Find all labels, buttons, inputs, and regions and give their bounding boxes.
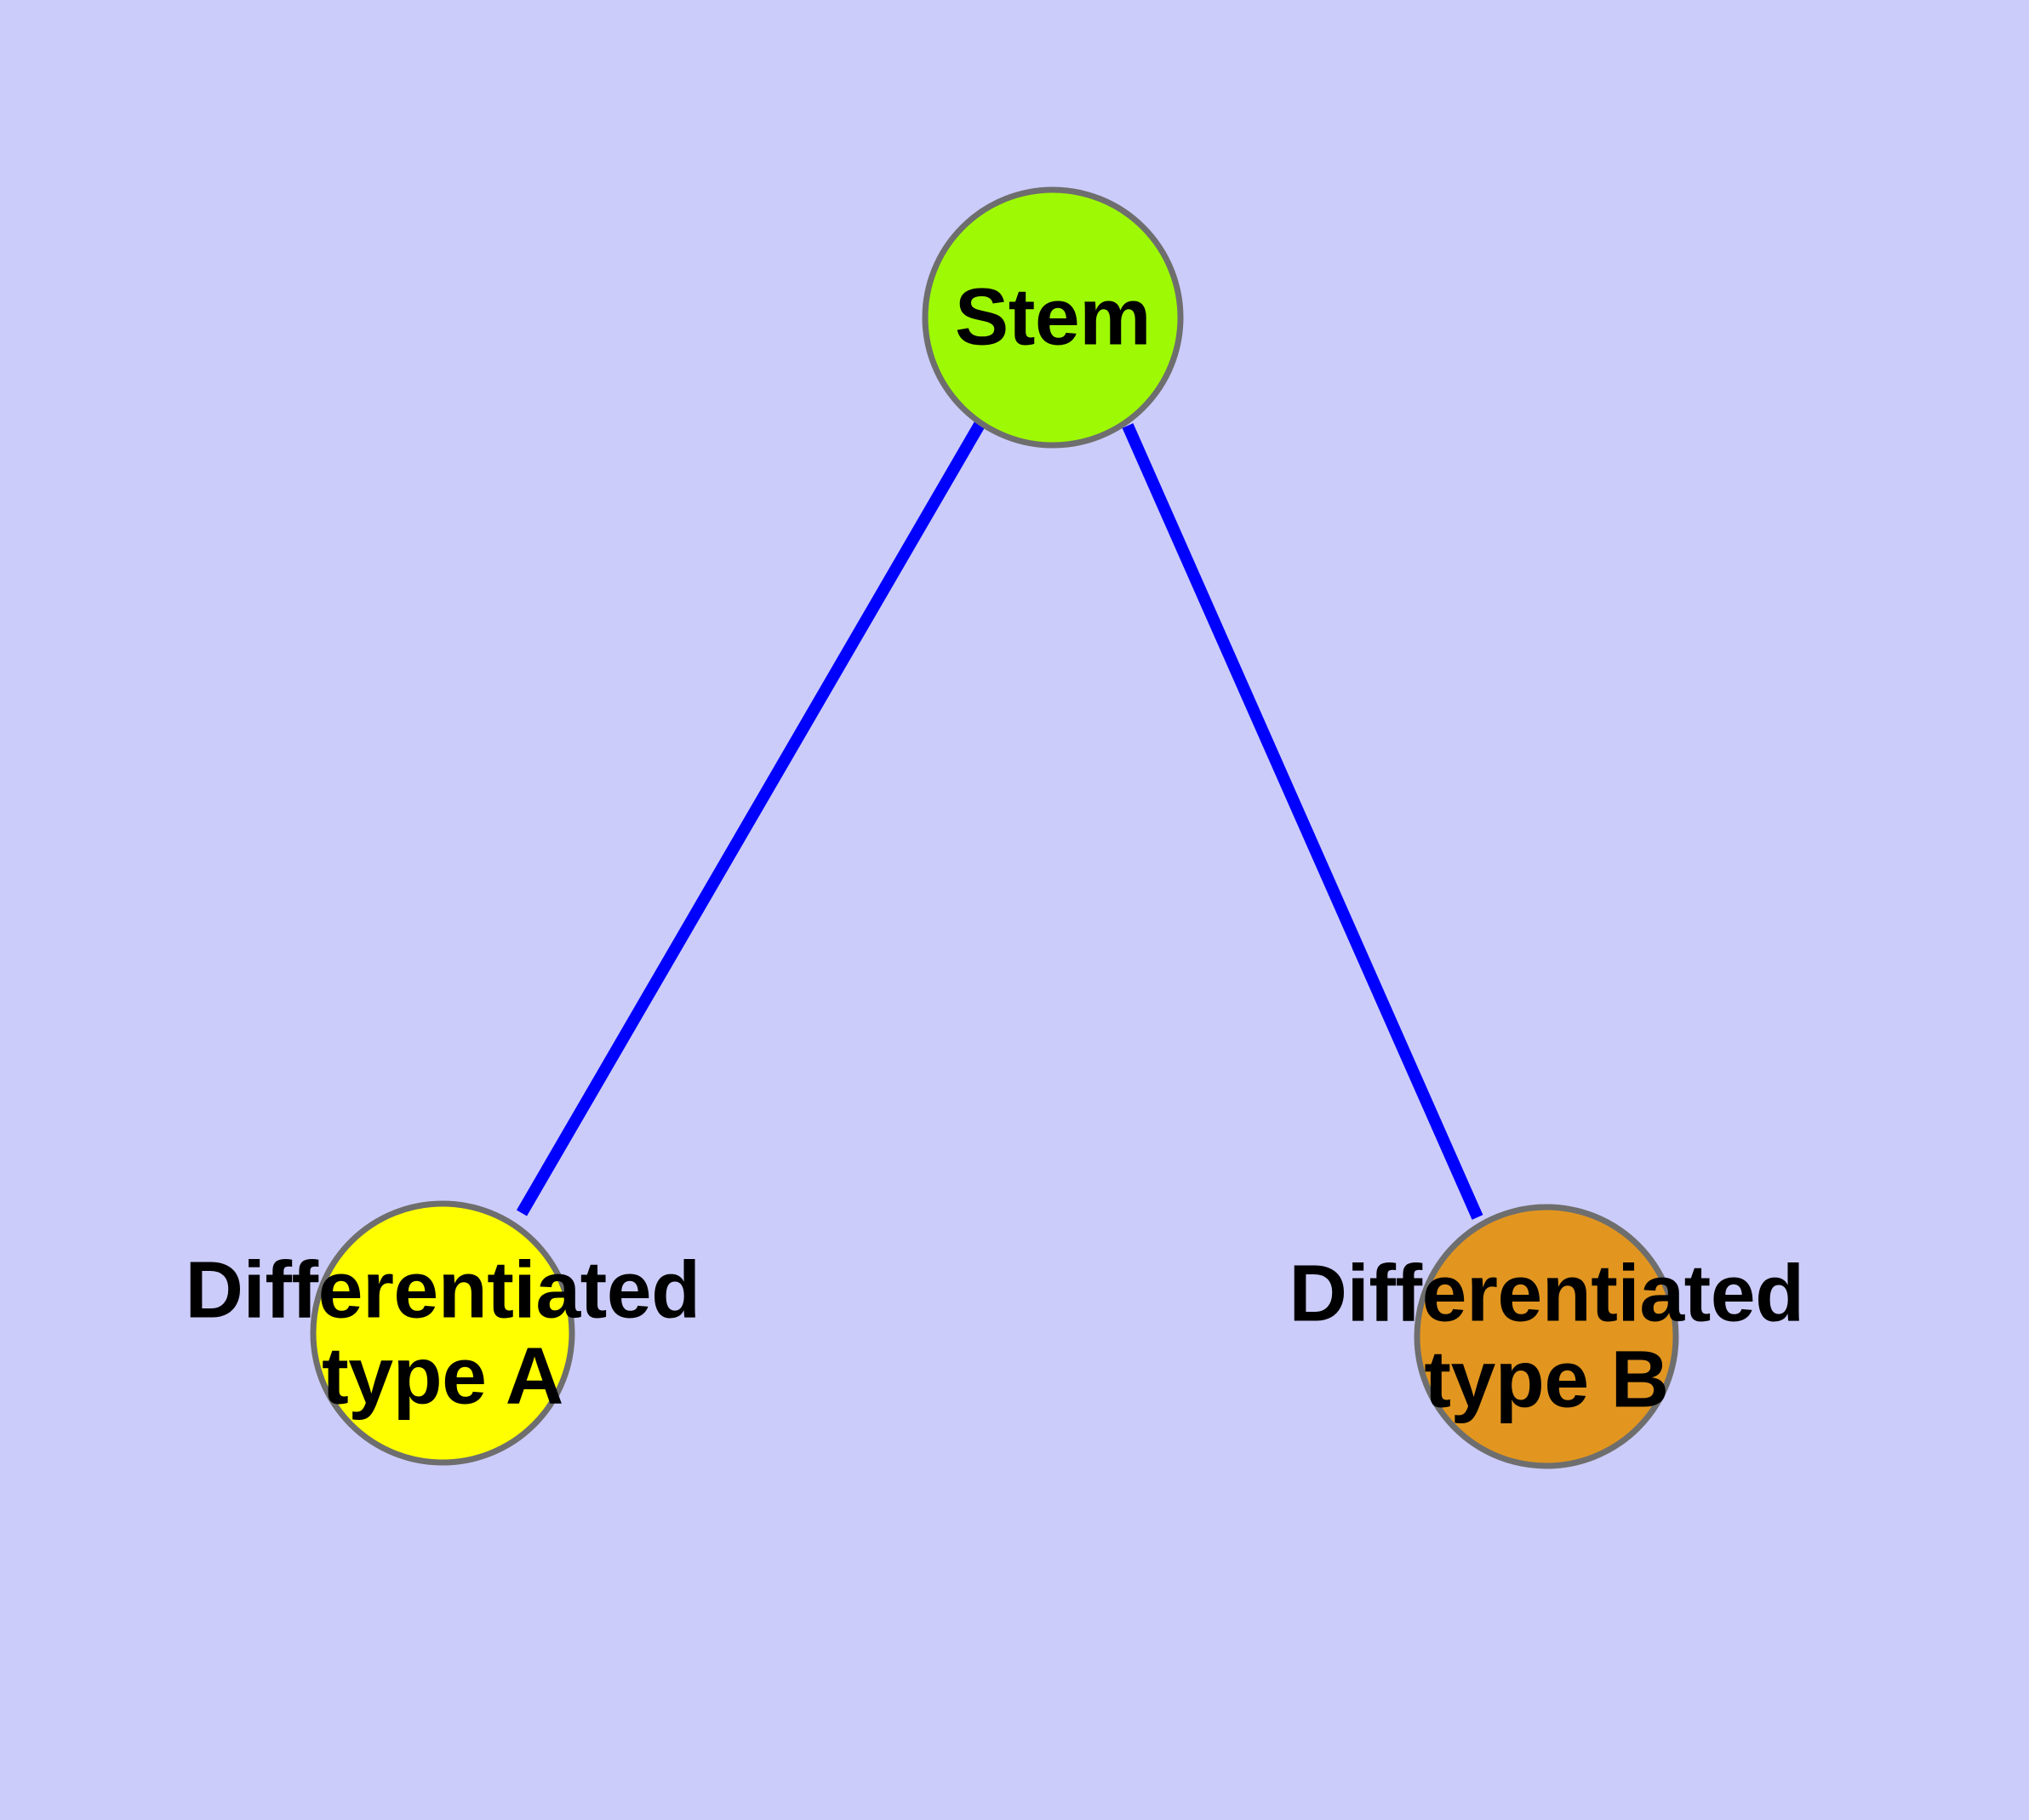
graph-node-stem[interactable]	[922, 186, 1184, 449]
graph-edge[interactable]	[516, 420, 986, 1216]
graph-edge[interactable]	[1122, 423, 1483, 1220]
graph-node-diff-a[interactable]	[310, 1200, 575, 1466]
nodes-layer	[310, 186, 1679, 1469]
edges-layer	[516, 420, 1483, 1220]
graph-node-diff-b[interactable]	[1414, 1204, 1679, 1469]
